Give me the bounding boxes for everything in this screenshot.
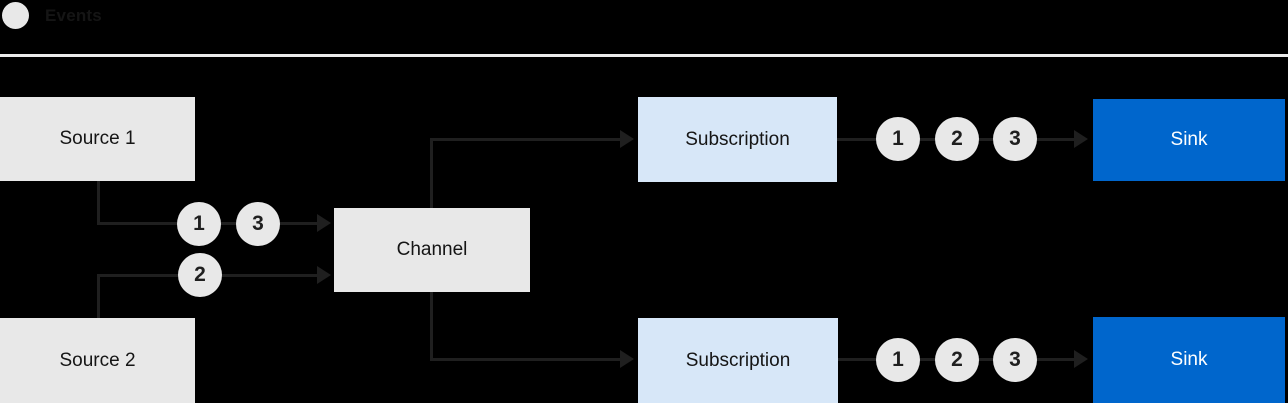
event-marker-label: 3 <box>1009 127 1021 150</box>
node-sink-top-label: Sink <box>1170 129 1208 150</box>
event-marker: 2 <box>935 338 979 382</box>
arrowhead-into-sink-bottom-icon <box>1074 350 1088 368</box>
connector-channel-to-subscription-bottom <box>430 358 621 361</box>
event-marker-label: 2 <box>951 127 963 150</box>
node-subscription-top: Subscription <box>638 97 837 182</box>
events-legend-label: Events <box>45 6 102 25</box>
event-marker-label: 3 <box>252 212 264 235</box>
node-channel: Channel <box>334 208 530 292</box>
event-marker: 3 <box>993 338 1037 382</box>
node-sink-bottom: Sink <box>1093 317 1285 403</box>
arrowhead-into-subscription-bottom-icon <box>620 350 634 368</box>
event-marker: 2 <box>935 117 979 161</box>
connector-source1-vertical <box>97 181 100 223</box>
node-subscription-bottom-label: Subscription <box>685 349 791 371</box>
node-channel-label: Channel <box>396 239 468 260</box>
event-marker: 1 <box>876 338 920 382</box>
node-source-1-label: Source 1 <box>59 128 136 149</box>
arrowhead-into-channel-bottom-icon <box>317 266 331 284</box>
event-marker-label: 3 <box>1009 348 1021 371</box>
connector-channel-bottom-vertical <box>430 292 433 359</box>
event-marker-label: 2 <box>194 263 206 286</box>
node-sink-top: Sink <box>1093 99 1285 181</box>
node-source-2: Source 2 <box>0 318 195 403</box>
event-marker: 1 <box>876 117 920 161</box>
node-source-2-label: Source 2 <box>59 349 136 371</box>
event-marker-label: 2 <box>951 348 963 371</box>
event-marker-label: 1 <box>193 212 205 235</box>
node-subscription-bottom: Subscription <box>638 318 838 403</box>
node-sink-bottom-label: Sink <box>1170 349 1208 370</box>
event-marker: 2 <box>178 253 222 297</box>
event-marker: 3 <box>993 117 1037 161</box>
node-subscription-top-label: Subscription <box>685 128 790 150</box>
connector-source2-vertical <box>97 275 100 318</box>
arrowhead-into-sink-top-icon <box>1074 130 1088 148</box>
arrowhead-into-subscription-top-icon <box>620 130 634 148</box>
events-legend-circle-icon <box>2 2 29 29</box>
node-source-1: Source 1 <box>0 97 195 181</box>
event-marker: 3 <box>236 202 280 246</box>
event-marker: 1 <box>177 202 221 246</box>
arrowhead-into-channel-top-icon <box>317 214 331 232</box>
connector-channel-top-vertical <box>430 140 433 208</box>
event-marker-label: 1 <box>892 127 904 150</box>
header-divider <box>0 54 1288 57</box>
event-marker-label: 1 <box>892 348 904 371</box>
connector-channel-to-subscription-top <box>430 138 621 141</box>
